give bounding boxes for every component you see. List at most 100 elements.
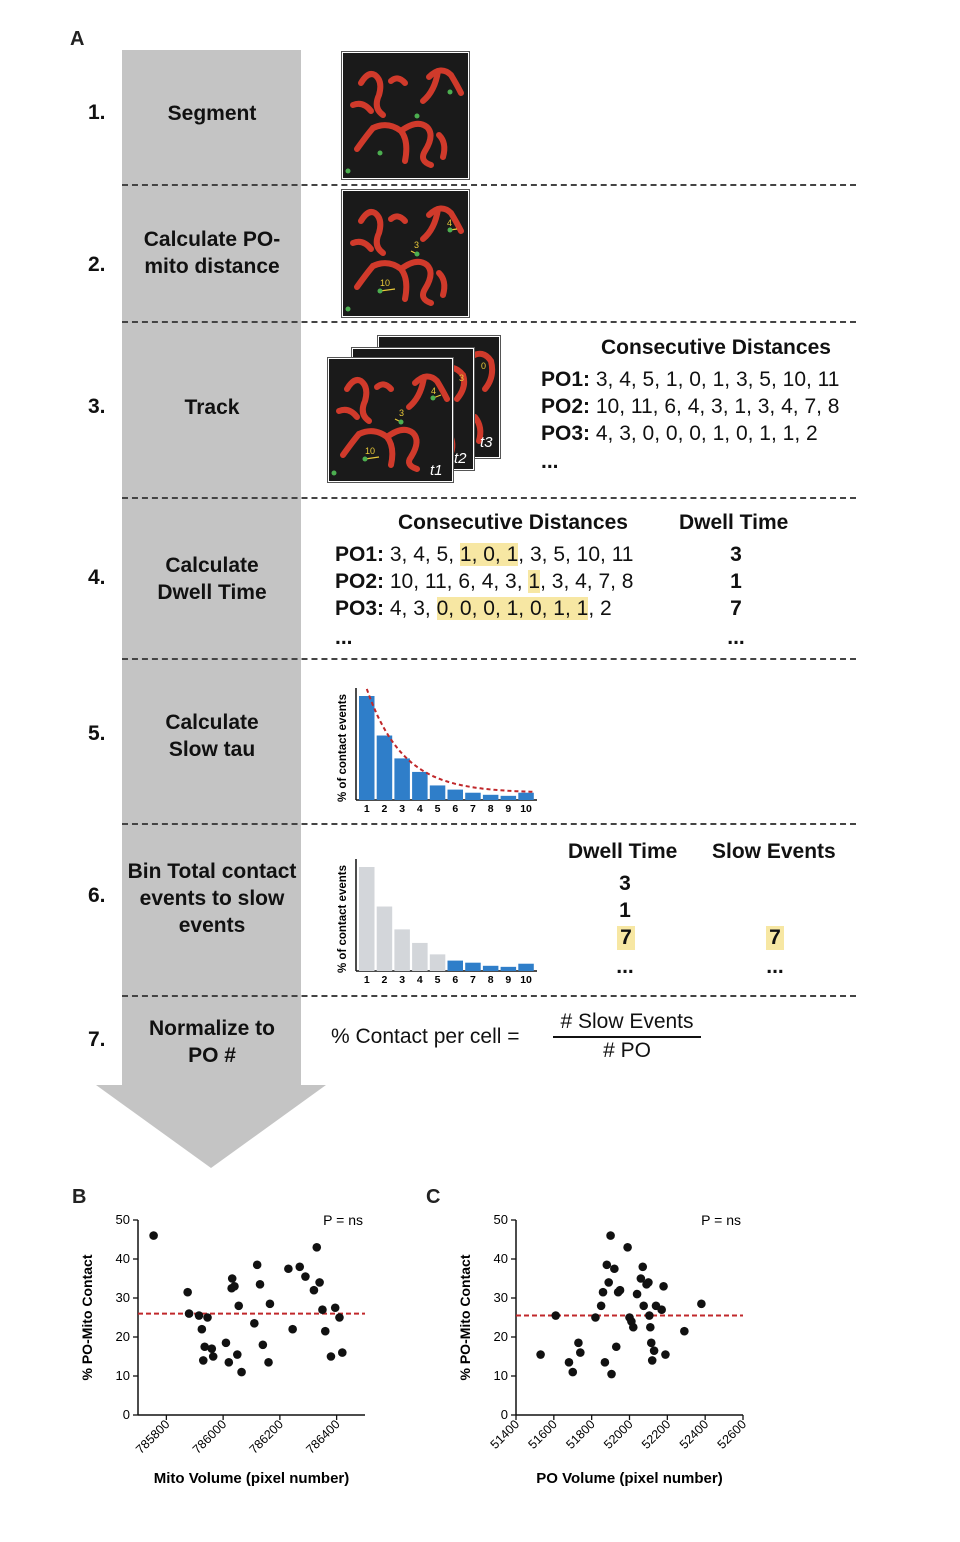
histogram-bar xyxy=(412,942,428,971)
contact-highlight: 1, 0, 1 xyxy=(459,543,519,566)
step-label: Segment xyxy=(167,102,257,125)
y-tick-label: 20 xyxy=(116,1329,130,1344)
step-number: 1. xyxy=(88,101,106,124)
step-label: Calculate Slow tau xyxy=(165,711,259,761)
ellipsis: ... xyxy=(616,955,634,978)
data-point xyxy=(646,1338,656,1348)
data-point xyxy=(628,1322,638,1332)
data-point xyxy=(330,1303,340,1313)
y-tick-label: 10 xyxy=(494,1368,508,1383)
data-point xyxy=(564,1358,574,1367)
ellipsis: ... xyxy=(335,626,353,649)
histogram-tick-label: 5 xyxy=(435,974,441,986)
data-point xyxy=(338,1348,347,1357)
y-axis-label: % PO-Mito Contact xyxy=(79,1254,95,1380)
histogram-bar xyxy=(394,929,410,971)
data-point xyxy=(607,1369,616,1379)
data-point xyxy=(203,1313,212,1322)
data-point xyxy=(288,1324,297,1334)
histogram-bar xyxy=(359,867,375,971)
data-point xyxy=(639,1301,648,1311)
data-point xyxy=(198,1356,208,1365)
histogram-bar xyxy=(465,792,481,800)
dwell-time-value: 7 xyxy=(730,597,742,620)
step-label: Calculate PO-mito distance xyxy=(143,228,281,278)
histogram-bar xyxy=(376,906,393,971)
y-tick-label: 20 xyxy=(494,1329,508,1344)
data-point xyxy=(598,1287,608,1297)
frame-label-t3: t3 xyxy=(480,434,493,451)
distance-label: 10 xyxy=(380,278,390,288)
dwell-time-value: 1 xyxy=(619,899,631,922)
y-tick-label: 40 xyxy=(116,1251,130,1266)
distance-label: 3 xyxy=(414,240,419,250)
po-distance-row: PO3: 4, 3, 0, 0, 0, 1, 0, 1, 1, 2 xyxy=(541,422,818,445)
data-point xyxy=(295,1262,305,1272)
data-point xyxy=(315,1278,324,1287)
step-divider xyxy=(122,184,856,186)
dwell-time-value-highlighted: 7 xyxy=(617,926,635,950)
data-point xyxy=(208,1352,218,1361)
po-distance-row: PO1: 3, 4, 5, 1, 0, 1, 3, 5, 10, 11 xyxy=(335,543,634,566)
slow-events-header: Slow Events xyxy=(712,840,836,863)
slow-event-value-highlighted: 7 xyxy=(766,926,784,950)
histogram-tick-label: 8 xyxy=(488,974,494,986)
step-label: Normalize to PO # xyxy=(148,1017,276,1067)
data-point xyxy=(680,1326,689,1336)
panel-a-letter: A xyxy=(70,28,85,50)
data-point xyxy=(645,1311,654,1320)
data-point xyxy=(318,1305,327,1314)
data-point xyxy=(309,1285,319,1295)
y-tick-label: 30 xyxy=(494,1290,508,1305)
y-tick-label: 50 xyxy=(116,1212,130,1227)
histogram-bar xyxy=(412,771,428,800)
data-point xyxy=(647,1356,657,1365)
p-value-annotation: P = ns xyxy=(323,1212,363,1228)
process-arrow xyxy=(96,50,326,1168)
data-point xyxy=(649,1346,659,1355)
histogram-tick-label: 7 xyxy=(470,803,476,815)
x-tick-label: 52200 xyxy=(639,1417,674,1452)
step-divider xyxy=(122,658,856,660)
histogram-tick-label: 1 xyxy=(364,803,370,815)
ellipsis: ... xyxy=(541,450,559,473)
histogram-bar xyxy=(394,758,410,800)
histogram-tick-label: 5 xyxy=(435,803,441,815)
data-point xyxy=(312,1243,322,1252)
po-distance-row: PO2: 10, 11, 6, 4, 3, 1, 3, 4, 7, 8 xyxy=(541,395,840,418)
x-tick-label: 52400 xyxy=(677,1417,712,1452)
distance-label: 0 xyxy=(481,361,486,371)
data-point xyxy=(600,1358,610,1367)
data-point xyxy=(551,1311,561,1320)
y-tick-label: 0 xyxy=(501,1407,508,1422)
contact-highlight: 1 xyxy=(528,570,541,593)
step-label: Track xyxy=(184,396,240,419)
histogram-bar xyxy=(518,963,534,971)
x-tick-label: 786000 xyxy=(190,1417,229,1456)
data-point xyxy=(638,1262,648,1272)
dwell-time-value: 1 xyxy=(730,570,742,593)
histogram-tick-label: 2 xyxy=(382,803,388,815)
distance-label: 4 xyxy=(431,386,436,396)
data-point xyxy=(252,1260,262,1270)
data-point xyxy=(335,1313,344,1322)
data-point xyxy=(596,1301,606,1311)
data-point xyxy=(237,1367,246,1377)
distance-image: 4 3 10 xyxy=(342,190,469,317)
ellipsis: ... xyxy=(727,626,745,649)
p-value-annotation: P = ns xyxy=(701,1212,741,1228)
fraction-bar xyxy=(553,1036,701,1038)
histogram-bar xyxy=(429,785,446,800)
data-point xyxy=(301,1272,310,1281)
histogram-y-label: % of contact events xyxy=(337,865,349,973)
data-point xyxy=(184,1309,194,1318)
x-tick-label: 52600 xyxy=(715,1417,750,1452)
panel-c-letter: C xyxy=(426,1186,441,1208)
x-tick-label: 51600 xyxy=(525,1417,560,1452)
frame-label-t1: t1 xyxy=(430,462,443,479)
frame-label-t2: t2 xyxy=(454,450,467,467)
frame-t1-image: 4 3 10 t1 xyxy=(328,358,453,482)
